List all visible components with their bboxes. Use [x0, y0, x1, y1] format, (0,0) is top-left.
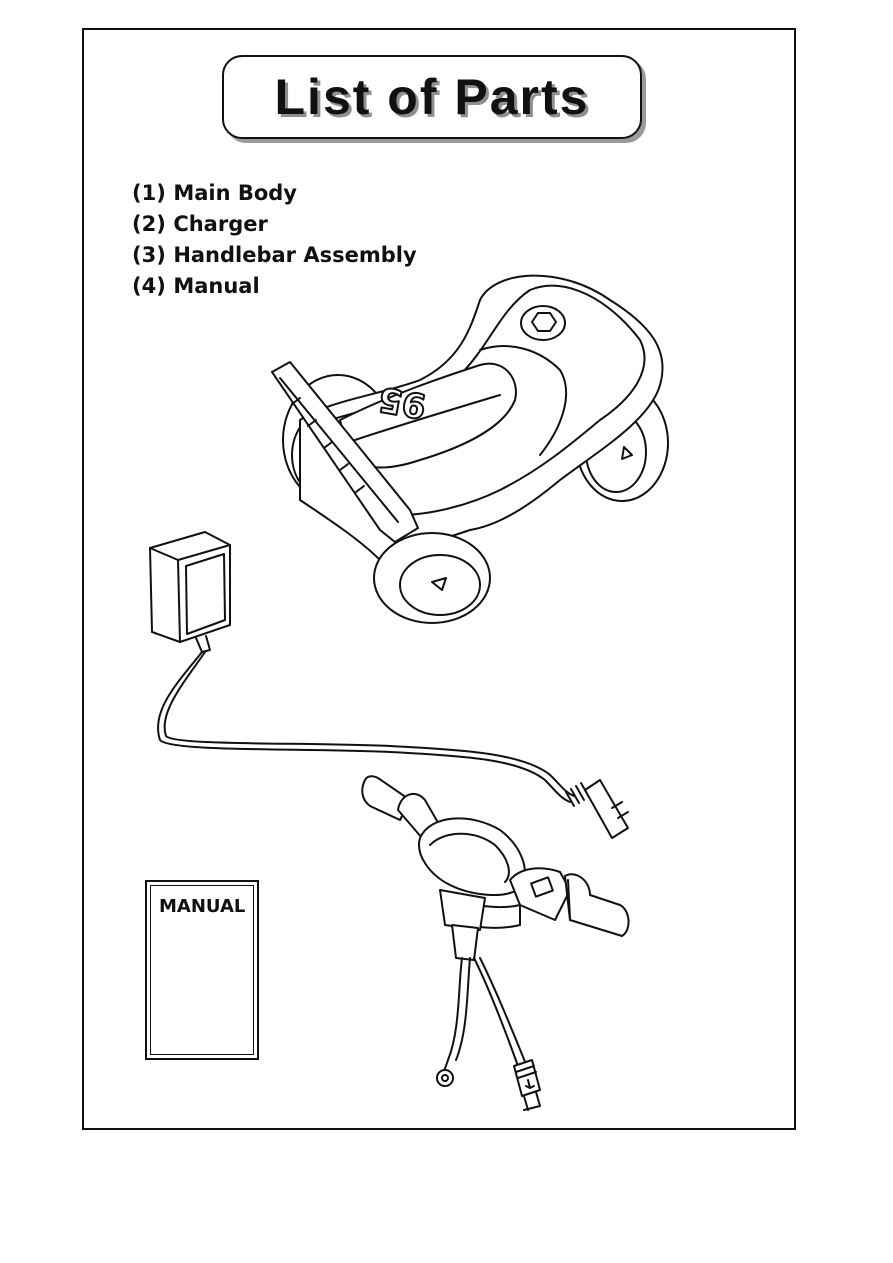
title-banner: List of Parts [222, 55, 642, 139]
handlebar-illustration [361, 775, 630, 1111]
page-border [82, 28, 796, 1130]
part-item-main-body: (1) Main Body [132, 178, 417, 209]
manual-cover-border [150, 885, 254, 1055]
part-number: (2) [132, 212, 166, 236]
page-title: List of Parts [274, 69, 590, 125]
vehicle-number: 95 [376, 378, 430, 426]
part-item-charger: (2) Charger [132, 209, 417, 240]
part-name: Charger [173, 212, 268, 236]
part-number: (3) [132, 243, 166, 267]
part-name: Handlebar Assembly [173, 243, 417, 267]
manual-illustration: MANUAL [145, 880, 259, 1060]
parts-list: (1) Main Body (2) Charger (3) Handlebar … [132, 178, 417, 302]
charger-illustration [149, 531, 629, 839]
part-item-handlebar: (3) Handlebar Assembly [132, 240, 417, 271]
part-number: (4) [132, 274, 166, 298]
main-body-illustration: 95 [271, 274, 669, 624]
part-name: Manual [173, 274, 260, 298]
manual-cover-text: MANUAL [159, 896, 246, 917]
part-item-manual: (4) Manual [132, 271, 417, 302]
part-number: (1) [132, 181, 166, 205]
part-name: Main Body [173, 181, 297, 205]
